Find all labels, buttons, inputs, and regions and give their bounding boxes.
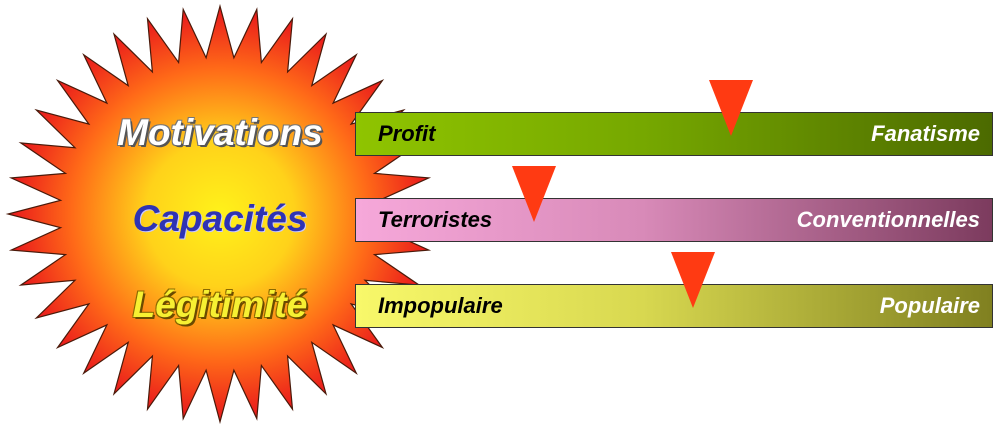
bar-motivations: Profit Fanatisme [355,112,993,156]
marker-capacites-triangle [511,166,556,222]
label-motivations: Motivations [117,112,323,153]
bar-legitimite-right-label: Populaire [879,293,980,318]
bar-motivations-left-label: Profit [378,121,436,146]
starburst-shape [5,3,435,425]
bar-legitimite-left-label: Impopulaire [378,293,503,318]
bar-capacites-right-label: Conventionnelles [796,207,980,232]
marker-legitimite-triangle [671,252,716,308]
label-legitimite: Légitimité [132,284,308,325]
marker-motivations-triangle [709,80,754,136]
bar-motivations-right-label: Fanatisme [871,121,980,146]
bar-capacites: Terroristes Conventionnelles [355,198,993,242]
bar-capacites-left-label: Terroristes [378,207,493,232]
label-capacites: Capacités [132,198,308,239]
